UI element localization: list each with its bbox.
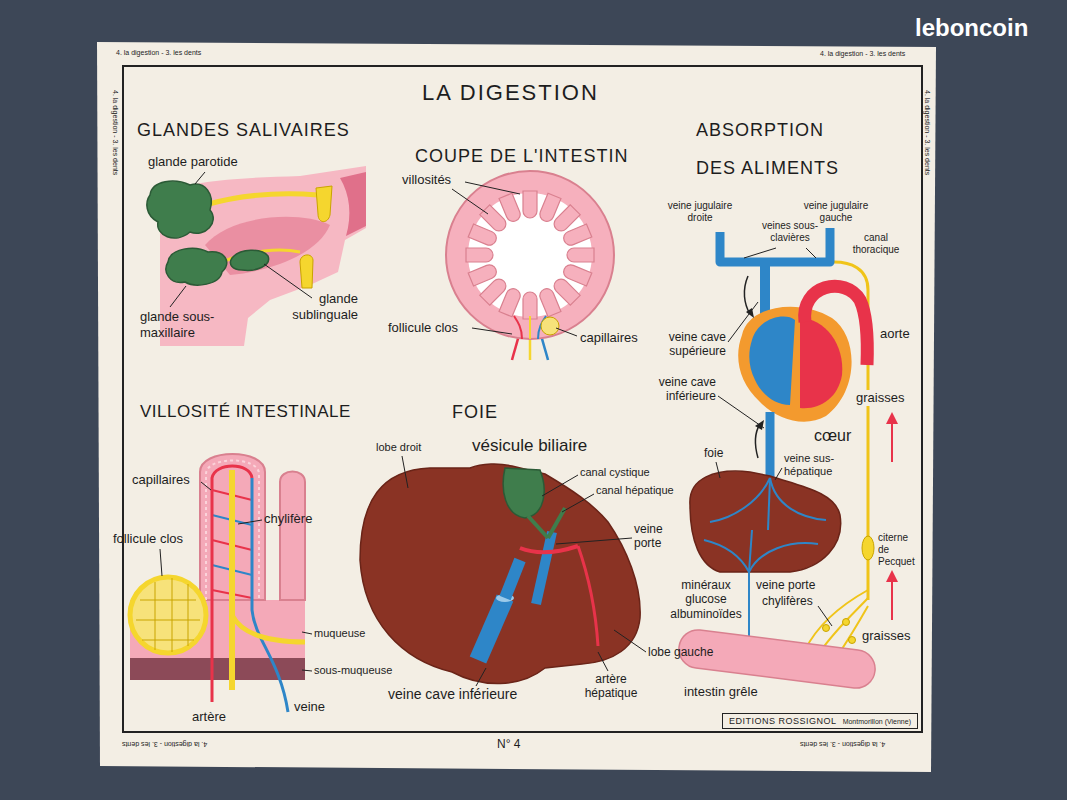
part-label: cœur xyxy=(814,426,851,445)
part-label: glande parotide xyxy=(148,154,238,170)
part-label: lobe gauche xyxy=(648,645,713,659)
part-label: artère xyxy=(192,709,226,725)
part-label: veine porte xyxy=(634,522,678,551)
villus-figure xyxy=(130,454,305,712)
part-label: foie xyxy=(704,446,723,460)
leader-lines xyxy=(452,182,577,336)
panel-heading: FOIE xyxy=(452,402,498,424)
plate-number: N° 4 xyxy=(497,737,520,751)
part-label: veine cave supérieure xyxy=(636,330,726,359)
panel-heading: VILLOSITÉ INTESTINALE xyxy=(140,402,351,422)
part-label: lobe droit xyxy=(376,441,421,454)
part-label: graisses xyxy=(862,628,910,644)
liver-figure xyxy=(360,464,640,684)
part-label: muqueuse xyxy=(314,627,365,640)
margin-note: 4. la digestion - 3. les dents xyxy=(116,49,201,57)
part-label: canal cystique xyxy=(580,466,650,479)
poster-title: LA DIGESTION xyxy=(422,80,599,106)
part-label: follicule clos xyxy=(113,531,183,547)
part-label: chylifère xyxy=(264,511,312,527)
part-label: aorte xyxy=(880,326,910,342)
part-label: glande sous-maxillaire xyxy=(140,309,240,340)
leader-lines xyxy=(170,172,312,307)
part-label: capillaires xyxy=(132,472,190,488)
panel-heading: ABSORPTION DES ALIMENTS xyxy=(696,111,854,187)
part-label: capillaires xyxy=(580,330,638,346)
part-label: veine jugulaire gauche xyxy=(796,200,876,224)
paper xyxy=(97,42,936,772)
margin-note: 4. la digestion - 3. les dents xyxy=(923,90,931,175)
part-label: chylifères xyxy=(762,594,813,608)
margin-note: 4. la digestion - 3. les dents xyxy=(800,740,885,748)
part-label: glande sublinguale xyxy=(270,291,358,322)
margin-note: 4. la digestion - 3. les dents xyxy=(820,50,905,58)
part-label: graisses xyxy=(854,390,906,406)
watermark: leboncoin xyxy=(915,14,1028,43)
part-label: artère hépatique xyxy=(580,672,642,701)
panel-heading: COUPE DE L'INTESTIN xyxy=(415,146,628,168)
part-label: canal hépatique xyxy=(596,484,674,497)
part-label: follicule clos xyxy=(388,320,458,336)
part-label: citerne de Pecquet xyxy=(878,532,918,568)
panel-heading: GLANDES SALIVAIRES xyxy=(137,120,350,142)
margin-note: 4. la digestion - 3. les dents xyxy=(111,90,119,175)
part-label: vésicule biliaire xyxy=(472,436,587,456)
publisher-box: EDITIONS ROSSIGNOL Montmorillon (Vienne) xyxy=(722,713,918,729)
part-label: veine xyxy=(294,699,325,715)
part-label: veine sus-hépatique xyxy=(784,452,864,478)
publisher-town: Montmorillon (Vienne) xyxy=(843,718,911,725)
part-label: veine jugulaire droite xyxy=(660,200,740,224)
part-label: sous-muqueuse xyxy=(314,664,392,677)
leader-lines xyxy=(160,482,312,671)
publisher-name: EDITIONS ROSSIGNOL xyxy=(729,716,837,726)
part-label: minéraux glucose albuminoïdes xyxy=(668,578,744,621)
part-label: canal thoracique xyxy=(842,232,910,256)
frame xyxy=(123,66,922,732)
part-label: veine cave inférieure xyxy=(388,686,517,703)
part-label: veine porte xyxy=(756,578,815,592)
part-label: veine cave inférieure xyxy=(626,375,716,404)
part-label: veines sous-clavières xyxy=(752,220,828,244)
part-label: intestin grêle xyxy=(684,684,758,700)
part-label: villosités xyxy=(402,172,451,188)
margin-note: 4. la digestion - 3. les dents xyxy=(122,740,207,748)
